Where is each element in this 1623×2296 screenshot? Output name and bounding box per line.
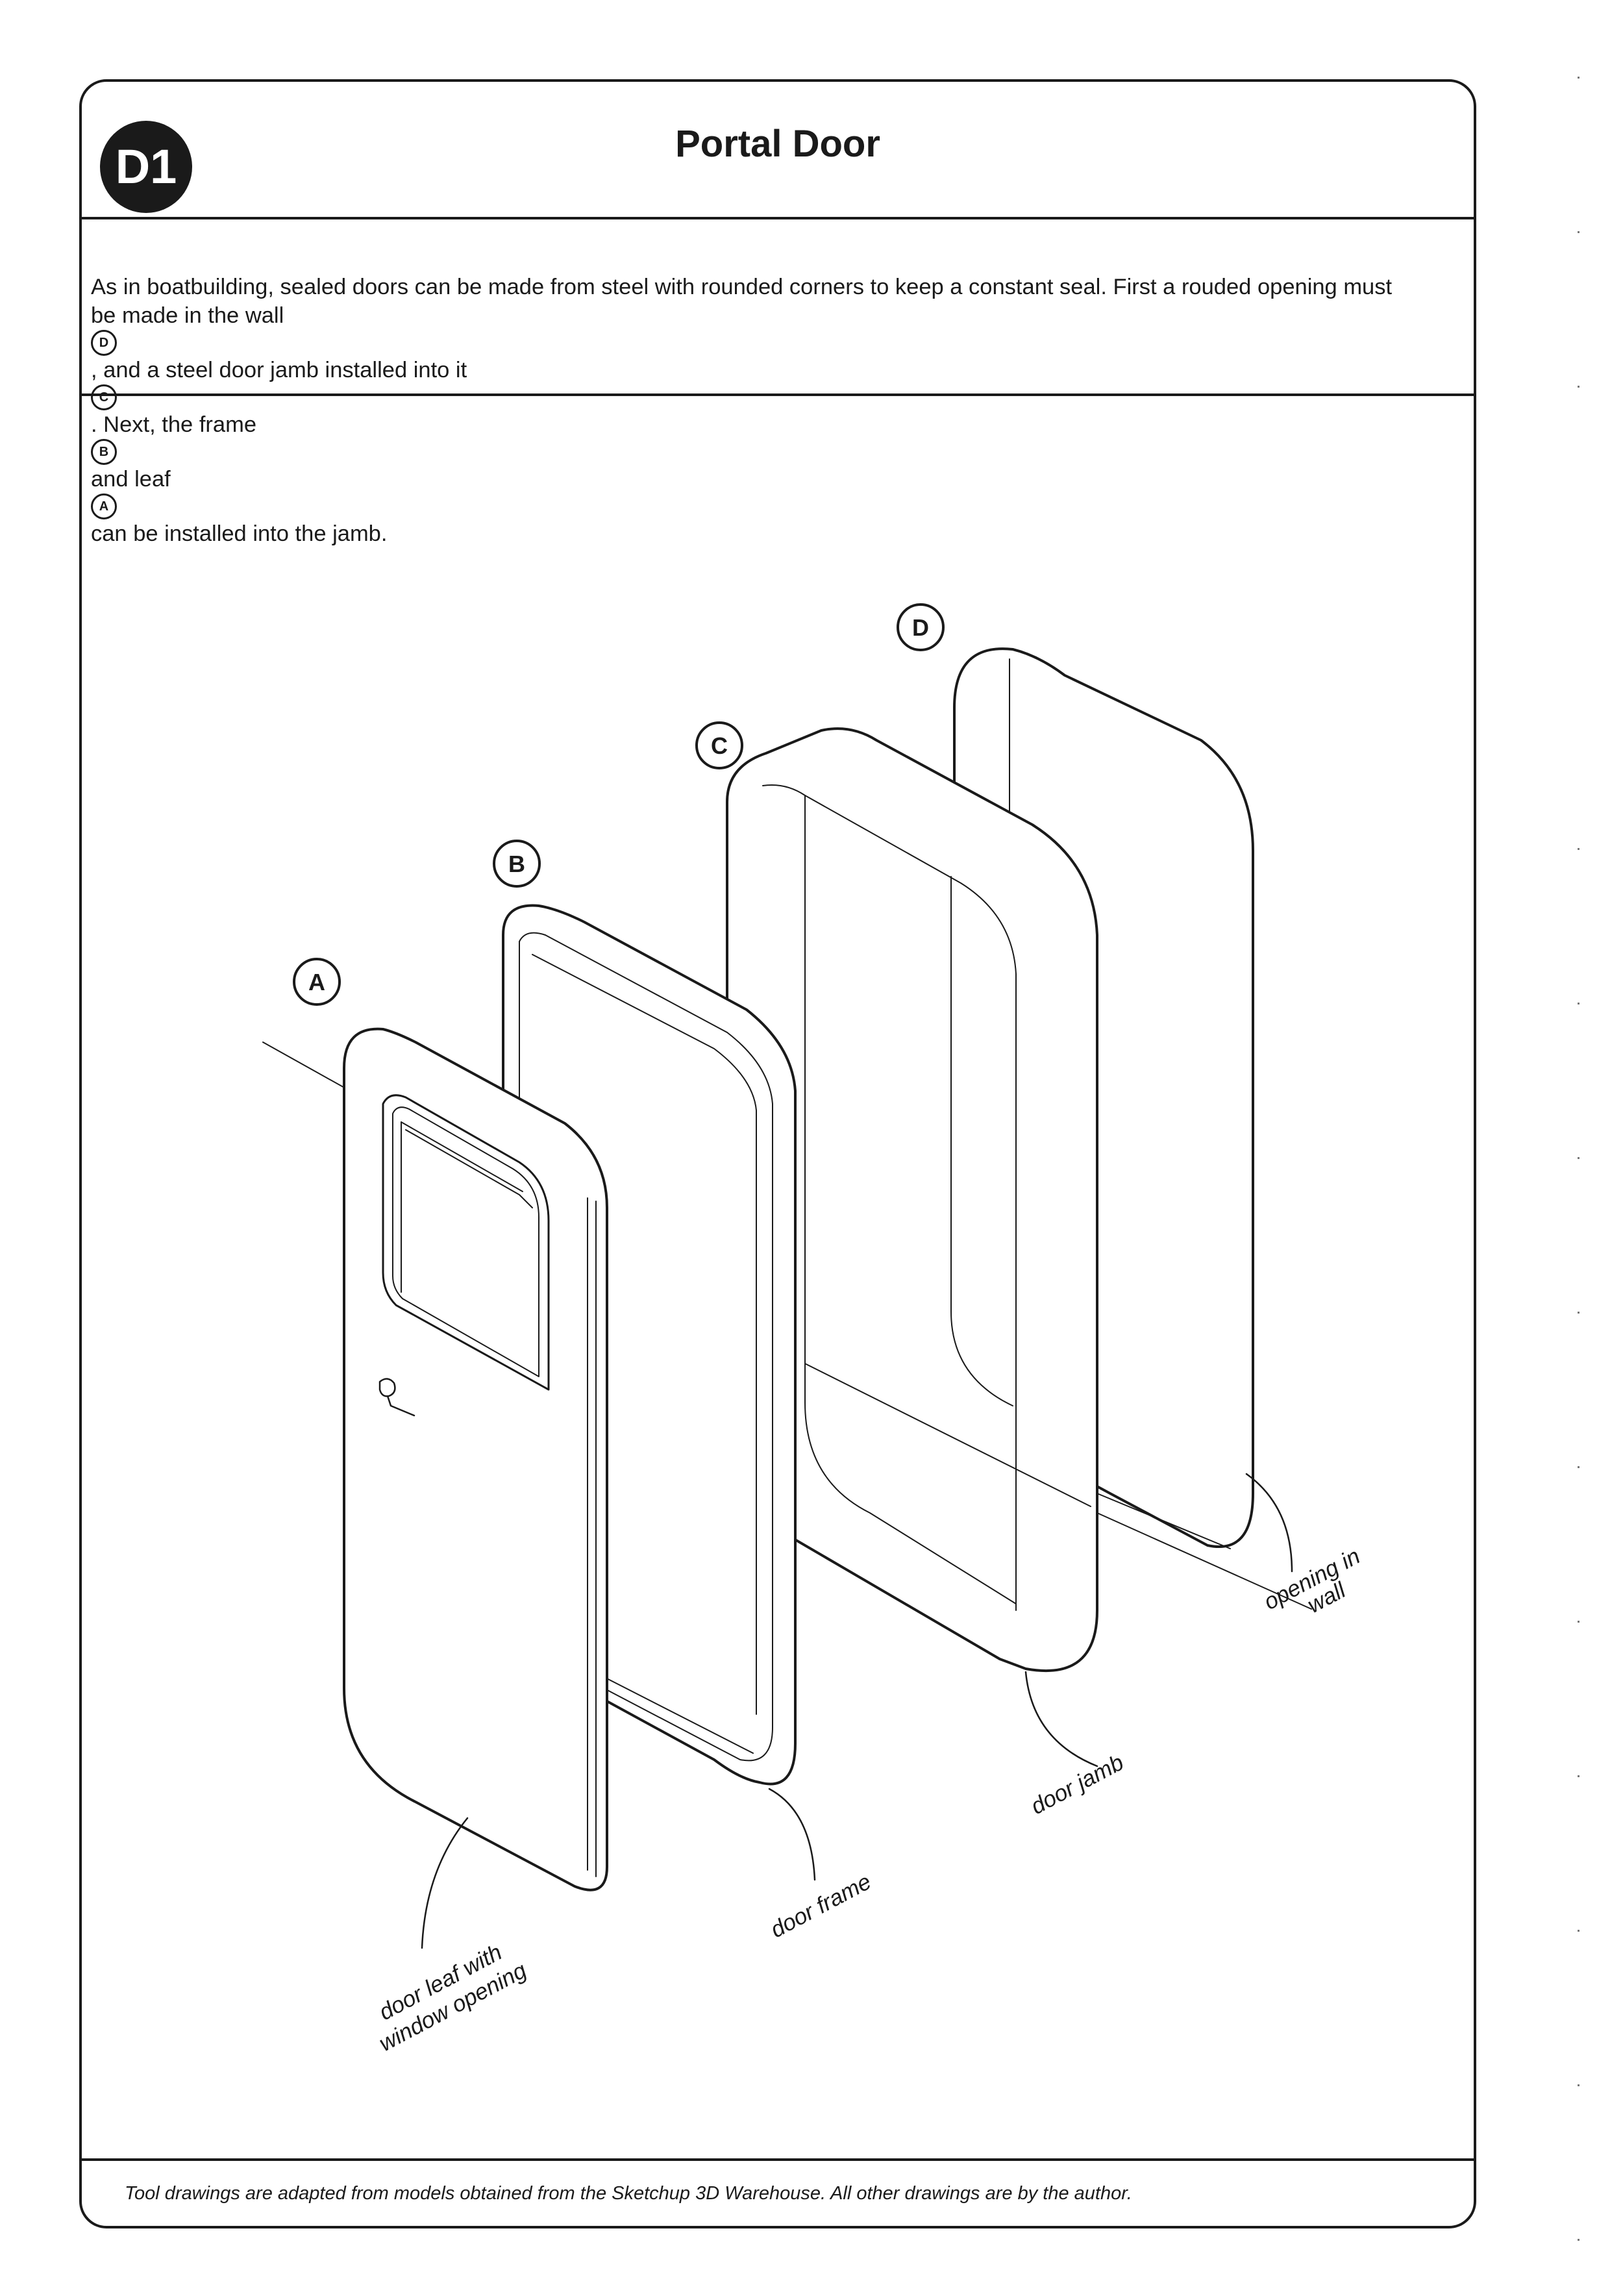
door-handle-icon: [378, 1378, 415, 1417]
ref-badge-frame: B: [91, 439, 117, 465]
callout-circles: [293, 603, 945, 1006]
callout-c: C: [711, 732, 728, 759]
ref-badge-leaf: A: [91, 493, 117, 519]
callout-a: A: [308, 969, 325, 995]
ref-badge-wall: D: [91, 330, 117, 356]
description-line-2: be made in the wall D, and a steel door …: [91, 303, 467, 546]
door-jamb: [726, 727, 1098, 1673]
label-door-frame: door frame: [766, 1869, 875, 1943]
margin-tick-marks: [1578, 0, 1584, 2296]
ref-badge-jamb: C: [91, 384, 117, 410]
footer: Tool drawings are adapted from models ob…: [82, 2158, 1474, 2226]
leader-lines: [421, 1473, 1293, 1949]
drawing-sheet: D1 Portal Door As in boatbuilding, seale…: [79, 79, 1476, 2228]
door-leaf: [343, 1027, 608, 1891]
callout-d: D: [912, 614, 929, 641]
sheet-header: D1 Portal Door: [82, 82, 1474, 219]
description-line-1: As in boatbuilding, sealed doors can be …: [91, 275, 1393, 299]
description-panel: As in boatbuilding, sealed doors can be …: [82, 217, 1474, 546]
page-title: Portal Door: [675, 123, 880, 165]
label-door-jamb: door jamb: [1026, 1750, 1128, 1820]
callout-b: B: [508, 851, 525, 877]
sheet-number-badge: D1: [100, 121, 192, 213]
footer-credit: Tool drawings are adapted from models ob…: [125, 2183, 1132, 2204]
